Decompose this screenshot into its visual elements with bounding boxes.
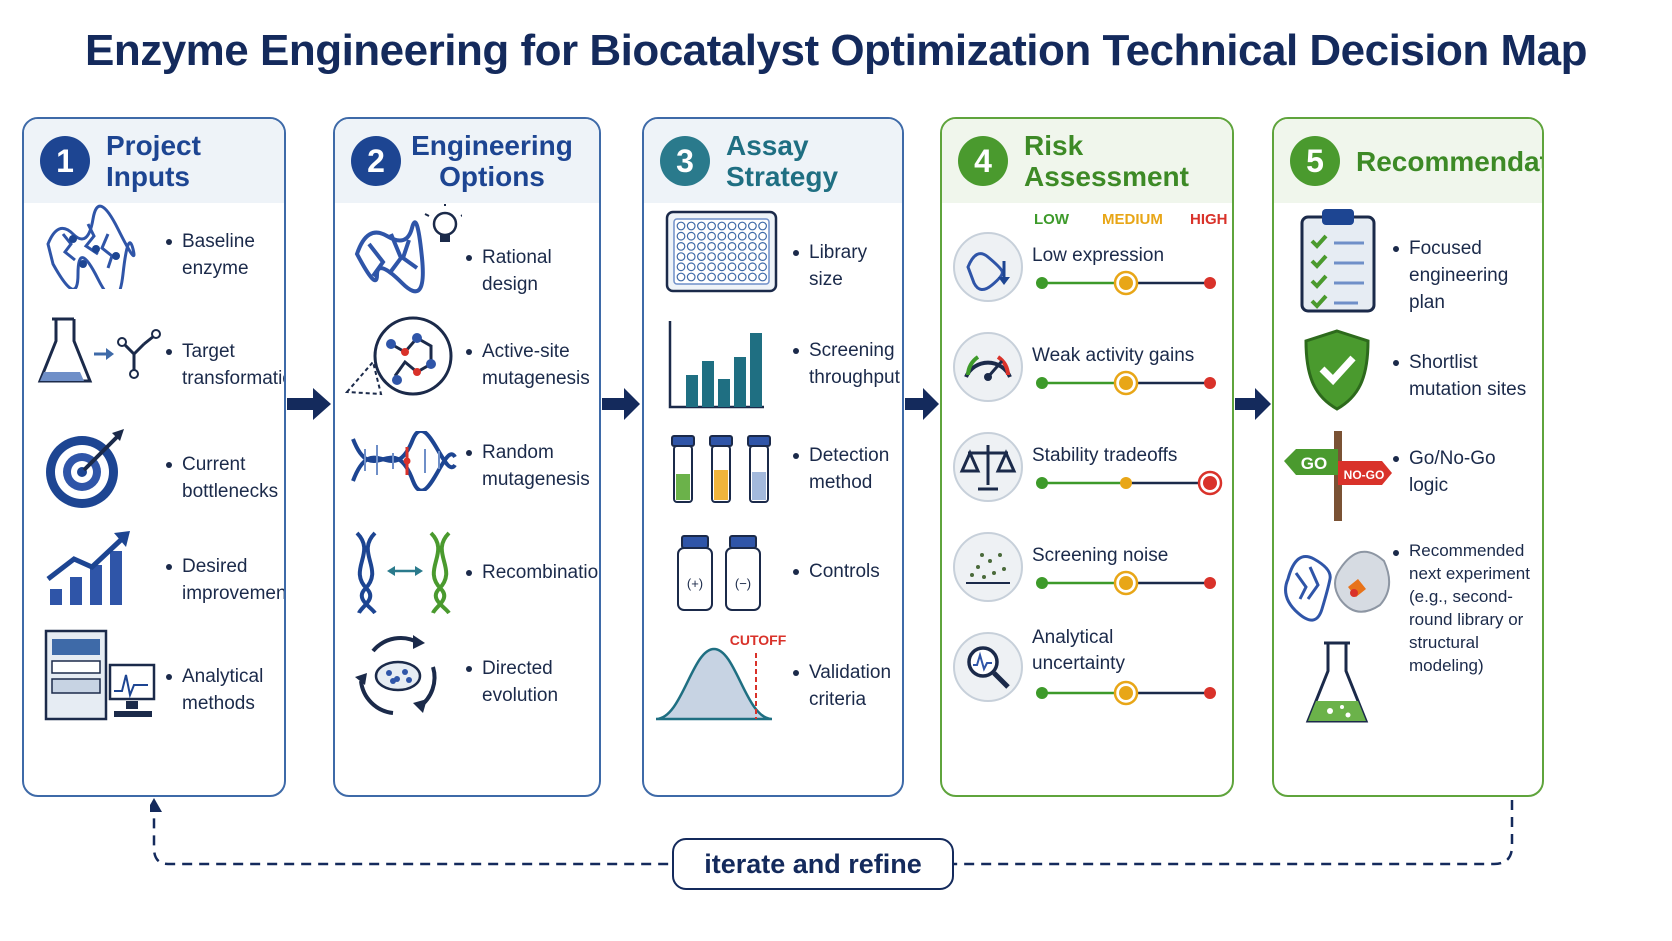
panel-title: Assay Strategy xyxy=(726,130,839,192)
panel-title: Risk Assessment xyxy=(1024,130,1189,192)
item-label: Recombination xyxy=(466,559,599,586)
step-number: 5 xyxy=(1290,136,1340,186)
panel-engineering-options: 2 Engineering Options Rational design Ac… xyxy=(333,117,601,797)
page-title: Enzyme Engineering for Biocatalyst Optim… xyxy=(84,26,1588,75)
positive-control-label: (+) xyxy=(687,576,703,591)
protein-lightbulb-icon xyxy=(354,204,462,294)
risk-label: Low expression xyxy=(1032,245,1165,266)
panel-risk-assessment: 4 Risk Assessment LOW MEDIUM HIGH Low ex… xyxy=(940,117,1234,797)
risk-label: Stability tradeoffs xyxy=(1032,445,1178,466)
legend-medium: MEDIUM xyxy=(1102,211,1163,228)
item-label: Desired improvements xyxy=(166,553,284,607)
item-label: Target transformation xyxy=(166,338,284,392)
risk-level-slider xyxy=(1036,570,1216,596)
risk-level-slider xyxy=(1036,470,1223,496)
target-icon xyxy=(46,429,124,508)
risk-level-slider xyxy=(1036,680,1216,706)
magnifier-icon xyxy=(953,632,1023,702)
item-label: Baseline enzyme xyxy=(166,228,282,282)
panel-header: 1 Project Inputs xyxy=(24,119,284,203)
risk-level-slider xyxy=(1036,270,1216,296)
panel-assay-strategy: 3 Assay Strategy Library size Screening … xyxy=(642,117,904,797)
noise-scatter-icon xyxy=(953,532,1023,602)
dna-mutation-icon xyxy=(351,431,457,491)
risk-level-slider xyxy=(1036,370,1216,396)
risk-label: Weak activity gains xyxy=(1032,345,1195,366)
panel-title: Project Inputs xyxy=(106,130,201,192)
arrow-right-icon xyxy=(602,388,640,420)
shield-check-icon xyxy=(1304,329,1370,411)
expression-icon xyxy=(953,232,1023,302)
checklist-clipboard-icon xyxy=(1300,209,1376,313)
item-label: Random mutagenesis xyxy=(466,439,597,493)
risk-label: Screening noise xyxy=(1032,545,1169,566)
panel-header: 5 Recommendation xyxy=(1274,119,1542,203)
cutoff-label: CUTOFF xyxy=(730,632,787,648)
balance-scale-icon xyxy=(953,432,1023,502)
vials-icon xyxy=(671,435,771,503)
panel-title: Engineering Options xyxy=(411,130,573,192)
item-label: Go/No-Go logic xyxy=(1393,445,1519,499)
item-label: Active-site mutagenesis xyxy=(466,338,597,392)
gauge-icon xyxy=(953,332,1023,402)
risk-label: Analytical uncertainty xyxy=(1032,627,1125,674)
nogo-sign-label: NO-GO xyxy=(1344,468,1385,482)
iterate-refine-label: iterate and refine xyxy=(672,838,954,890)
panel-header: 4 Risk Assessment xyxy=(942,119,1232,203)
legend-low: LOW xyxy=(1034,211,1069,228)
item-label: Directed evolution xyxy=(466,655,597,709)
bar-chart-icon xyxy=(668,321,764,409)
negative-control-label: (−) xyxy=(735,576,751,591)
step-number: 3 xyxy=(660,136,710,186)
item-label: Screening throughput xyxy=(793,337,902,391)
well-plate-icon xyxy=(665,210,778,293)
growth-chart-icon xyxy=(46,531,130,605)
panel-project-inputs: 1 Project Inputs Baseline enzyme Target … xyxy=(22,117,286,797)
item-label: Recommended next experiment (e.g., secon… xyxy=(1393,539,1539,677)
green-flask-icon xyxy=(1305,641,1369,723)
item-label: Validation criteria xyxy=(793,659,902,713)
item-label: Focused engineering plan xyxy=(1393,235,1539,316)
panel-header: 2 Engineering Options xyxy=(335,119,599,203)
flask-reaction-icon xyxy=(37,317,161,383)
item-label: Rational design xyxy=(466,244,597,298)
panel-title: Recommendation xyxy=(1356,145,1542,177)
item-label: Analytical methods xyxy=(166,663,282,717)
item-label: Detection method xyxy=(793,442,902,496)
item-label: Controls xyxy=(793,558,902,585)
arrow-right-icon xyxy=(287,388,331,420)
evolution-cycle-icon xyxy=(355,635,437,715)
panel-recommendation: 5 Recommendation Focused engineering pla… xyxy=(1272,117,1544,797)
arrow-right-icon xyxy=(905,388,939,420)
active-site-icon xyxy=(344,316,453,396)
item-label: Current bottlenecks xyxy=(166,451,282,505)
step-number: 4 xyxy=(958,136,1008,186)
enzyme-structure-icon xyxy=(46,204,136,289)
distribution-cutoff-icon: CUTOFF xyxy=(655,632,787,721)
go-nogo-sign-icon: GO NO-GO xyxy=(1284,431,1392,521)
arrow-right-icon xyxy=(1235,388,1271,420)
analytical-instrument-icon xyxy=(44,629,156,721)
legend-high: HIGH xyxy=(1190,211,1228,228)
dna-swap-icon xyxy=(355,531,451,614)
enzyme-complex-icon xyxy=(1284,550,1391,622)
step-number: 1 xyxy=(40,136,90,186)
item-label: Library size xyxy=(793,239,902,293)
panel-header: 3 Assay Strategy xyxy=(644,119,902,203)
item-label: Shortlist mutation sites xyxy=(1393,349,1539,403)
step-number: 2 xyxy=(351,136,401,186)
control-vials-icon: (+) (−) xyxy=(677,535,761,611)
go-sign-label: GO xyxy=(1301,454,1327,473)
